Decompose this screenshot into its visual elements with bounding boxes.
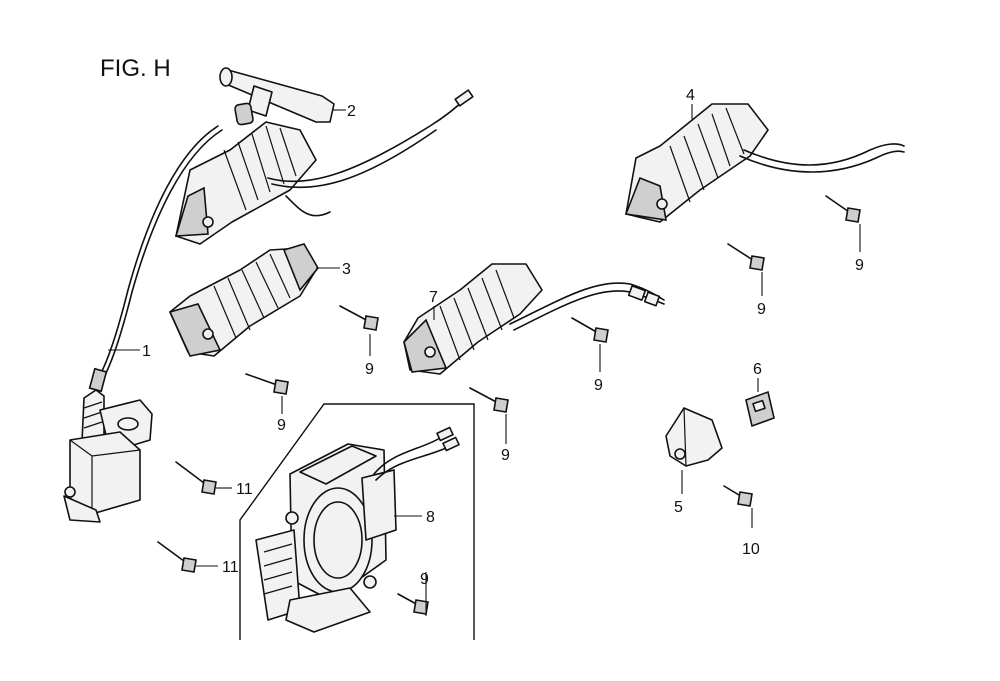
figure-title: FIG. H [100, 55, 171, 82]
callout-8: 8 [426, 509, 435, 526]
callout-7: 7 [429, 289, 438, 306]
callout-1: 1 [142, 343, 151, 360]
ignition-coil-part-1 [63, 125, 223, 523]
callout-9d: 9 [501, 447, 510, 464]
callout-9a: 9 [365, 361, 374, 378]
callout-10: 10 [742, 541, 760, 558]
charge-coil-part-7 [403, 263, 665, 375]
callout-3: 3 [342, 261, 351, 278]
spark-plug-cap-part-2 [219, 67, 335, 126]
callout-9b: 9 [277, 417, 286, 434]
pad-part-6 [745, 390, 775, 428]
callout-9c: 9 [594, 377, 603, 394]
charge-coil-part-3 [168, 243, 319, 357]
stator-part-8 [239, 403, 475, 640]
charge-coil-upper [174, 89, 474, 245]
callout-6: 6 [753, 361, 762, 378]
bolts [157, 195, 861, 615]
leader-lines [108, 104, 861, 616]
callout-4: 4 [686, 87, 695, 104]
callout-11a: 11 [236, 481, 253, 498]
callout-9f: 9 [855, 257, 864, 274]
callouts: 1 2 3 4 5 6 7 8 9 9 9 9 9 9 9 10 11 11 [142, 87, 864, 588]
charge-coil-part-4 [624, 103, 905, 223]
callout-9e: 9 [757, 301, 766, 318]
bracket-part-5 [665, 407, 723, 467]
callout-11b: 11 [222, 559, 239, 576]
callout-9g: 9 [420, 571, 429, 588]
callout-2: 2 [347, 103, 356, 120]
callout-5: 5 [674, 499, 683, 516]
